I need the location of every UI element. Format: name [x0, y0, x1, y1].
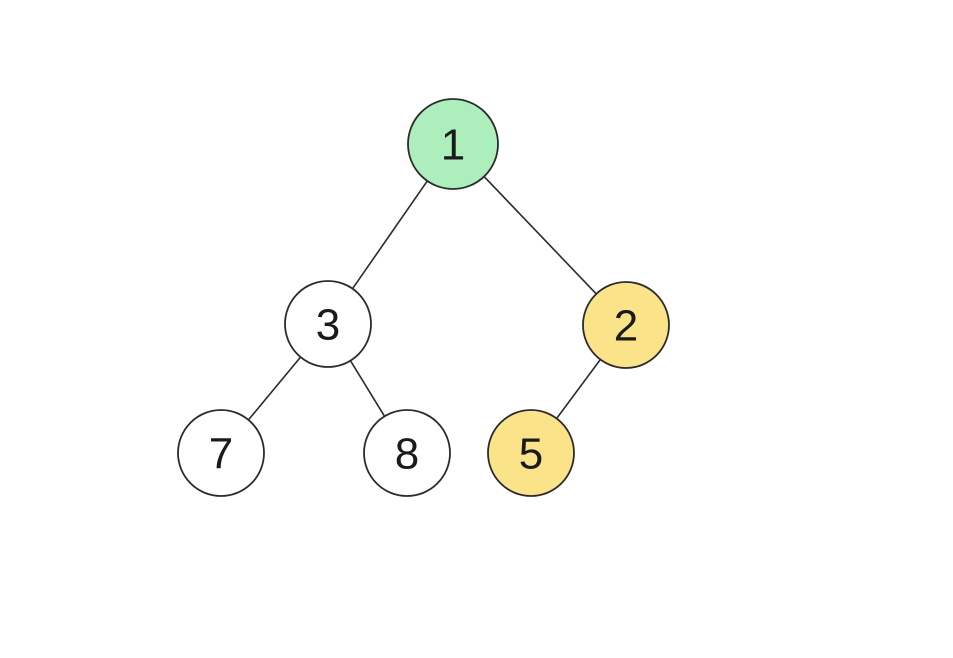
- node-circle-1[interactable]: [407, 98, 499, 190]
- tree-edge-3-7: [247, 356, 302, 421]
- node-label-5: 5: [519, 430, 543, 479]
- node-circle-2[interactable]: [582, 281, 670, 369]
- tree-node-2[interactable]: 2: [582, 281, 670, 369]
- node-label-8: 8: [395, 430, 419, 479]
- node-circle-7[interactable]: [177, 409, 265, 497]
- node-layer: 1 3 2 7 8 5: [177, 98, 670, 497]
- tree-edge-3-8: [349, 359, 386, 418]
- tree-node-7[interactable]: 7: [177, 409, 265, 497]
- node-label-7: 7: [209, 430, 233, 479]
- node-label-2: 2: [614, 302, 638, 351]
- node-circle-5[interactable]: [487, 409, 575, 497]
- node-circle-3[interactable]: [284, 280, 372, 368]
- node-label-1: 1: [441, 121, 465, 170]
- tree-node-5[interactable]: 5: [487, 409, 575, 497]
- tree-edge-2-5: [555, 358, 602, 420]
- tree-node-8[interactable]: 8: [363, 409, 451, 497]
- tree-node-3[interactable]: 3: [284, 280, 372, 368]
- node-label-3: 3: [316, 301, 340, 350]
- tree-edge-1-2: [483, 175, 598, 295]
- node-circle-8[interactable]: [363, 409, 451, 497]
- edge-layer: [247, 175, 602, 421]
- tree-node-1[interactable]: 1: [407, 98, 499, 190]
- tree-edge-1-3: [351, 180, 429, 290]
